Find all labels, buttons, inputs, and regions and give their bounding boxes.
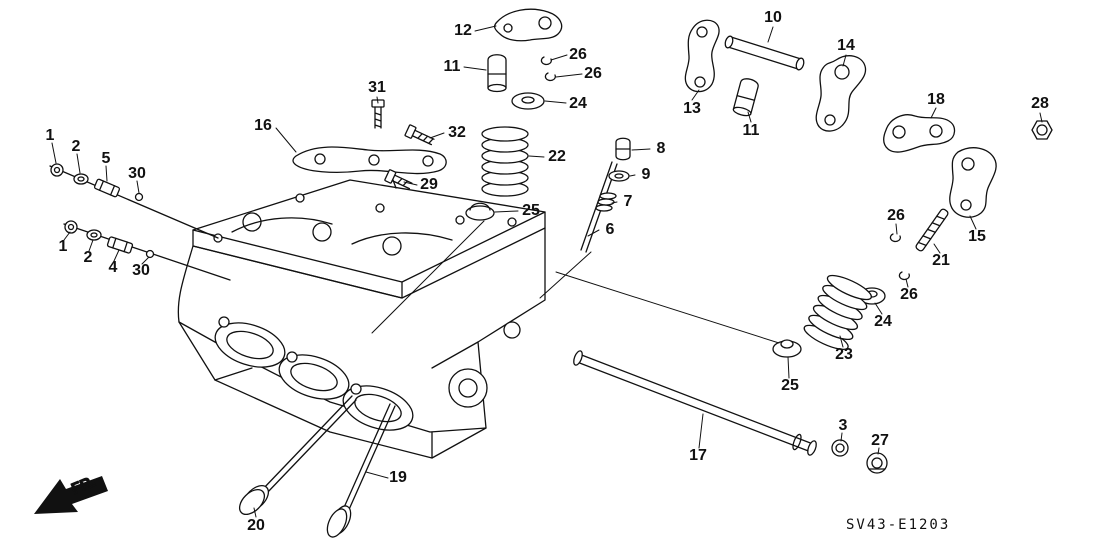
bolt-29-drawing — [384, 169, 413, 190]
part-callout-5: 5 — [101, 150, 111, 167]
part-callout-2: 2 — [83, 249, 93, 266]
bracket-18-drawing — [882, 114, 956, 153]
rocker-arm-13-drawing — [684, 19, 720, 93]
diagram-code: SV43-E1203 — [846, 517, 951, 533]
part-callout-12: 12 — [454, 22, 472, 39]
part-callout-25: 25 — [522, 202, 540, 219]
washer-3-drawing — [831, 439, 849, 457]
valve-seal-parts-bottom-left-drawing — [63, 220, 231, 281]
part-callout-17: 17 — [689, 447, 707, 464]
valve-20-drawing — [238, 395, 357, 516]
part-callout-3: 3 — [838, 417, 848, 434]
part-callout-26: 26 — [584, 65, 602, 82]
clip-26-top-drawings — [540, 56, 557, 82]
part-callout-20: 20 — [247, 517, 265, 534]
part-callout-30: 30 — [132, 262, 150, 279]
rocker-shaft-17-drawing — [573, 350, 817, 456]
cylinder-head-drawing — [177, 179, 546, 459]
part-callout-21: 21 — [932, 252, 950, 269]
rocker-shaft-10-drawing — [724, 35, 805, 71]
part-callout-8: 8 — [656, 140, 666, 157]
part-callout-24: 24 — [569, 95, 587, 112]
lash-adjuster-11-right-drawing — [732, 78, 759, 117]
spring-seat-25-left-drawing — [465, 202, 495, 221]
part-callout-24: 24 — [874, 313, 892, 330]
part-callout-1: 1 — [58, 238, 68, 255]
part-callout-14: 14 — [837, 37, 855, 54]
clip-26-right-drawings — [889, 233, 911, 281]
part-callout-7: 7 — [623, 193, 633, 210]
rocker-arm-14-drawing — [815, 55, 867, 132]
part-callout-13: 13 — [683, 100, 701, 117]
fr-direction-indicator: FR. — [34, 472, 108, 514]
valve-19-drawing — [326, 403, 396, 538]
part-callout-23: 23 — [835, 346, 853, 363]
part-callout-27: 27 — [871, 432, 889, 449]
part-callout-30: 30 — [128, 165, 146, 182]
bolt-32-drawing — [404, 124, 435, 146]
leader-lines — [51, 25, 1043, 518]
part-callout-31: 31 — [368, 79, 386, 96]
part-callout-9: 9 — [641, 166, 651, 183]
part-callout-4: 4 — [108, 259, 118, 276]
part-callout-26: 26 — [887, 207, 905, 224]
cap-nut-27-drawing — [866, 452, 888, 474]
rocker-arm-12-drawing — [493, 8, 563, 42]
part-callout-26: 26 — [900, 286, 918, 303]
part-callout-32: 32 — [448, 124, 466, 141]
rocker-arm-15-drawing — [949, 147, 997, 218]
part-callout-16: 16 — [254, 117, 272, 134]
fr-arrow-icon — [34, 476, 108, 514]
part-callout-10: 10 — [764, 9, 782, 26]
part-callout-2: 2 — [71, 138, 81, 155]
valve-spring-23-drawing — [803, 274, 873, 350]
valve-seal-parts-top-left-drawing — [49, 163, 219, 239]
part-callout-26: 26 — [569, 46, 587, 63]
part-callout-28: 28 — [1031, 95, 1049, 112]
part-callout-18: 18 — [927, 91, 945, 108]
part-callout-1: 1 — [45, 127, 55, 144]
part-callout-11: 11 — [443, 58, 461, 75]
lash-adjuster-11-left-drawing — [487, 54, 507, 93]
plate-16-drawing — [292, 146, 447, 189]
part-callout-11: 11 — [742, 122, 760, 139]
part-callout-29: 29 — [420, 176, 438, 193]
part-callout-25: 25 — [781, 377, 799, 394]
valve-parts-6-7-8-9-drawing — [580, 137, 631, 253]
part-callout-15: 15 — [968, 228, 986, 245]
part-callout-6: 6 — [605, 221, 615, 238]
bolt-31-drawing — [371, 99, 385, 129]
valve-spring-22-drawing — [481, 126, 529, 197]
part-callout-22: 22 — [548, 148, 566, 165]
part-callout-19: 19 — [389, 469, 407, 486]
nut-28-drawing — [1031, 120, 1053, 140]
stud-21-drawing — [915, 208, 949, 252]
spring-retainer-24-left-drawing — [511, 92, 545, 110]
spring-seat-25-right-drawing — [772, 339, 802, 358]
